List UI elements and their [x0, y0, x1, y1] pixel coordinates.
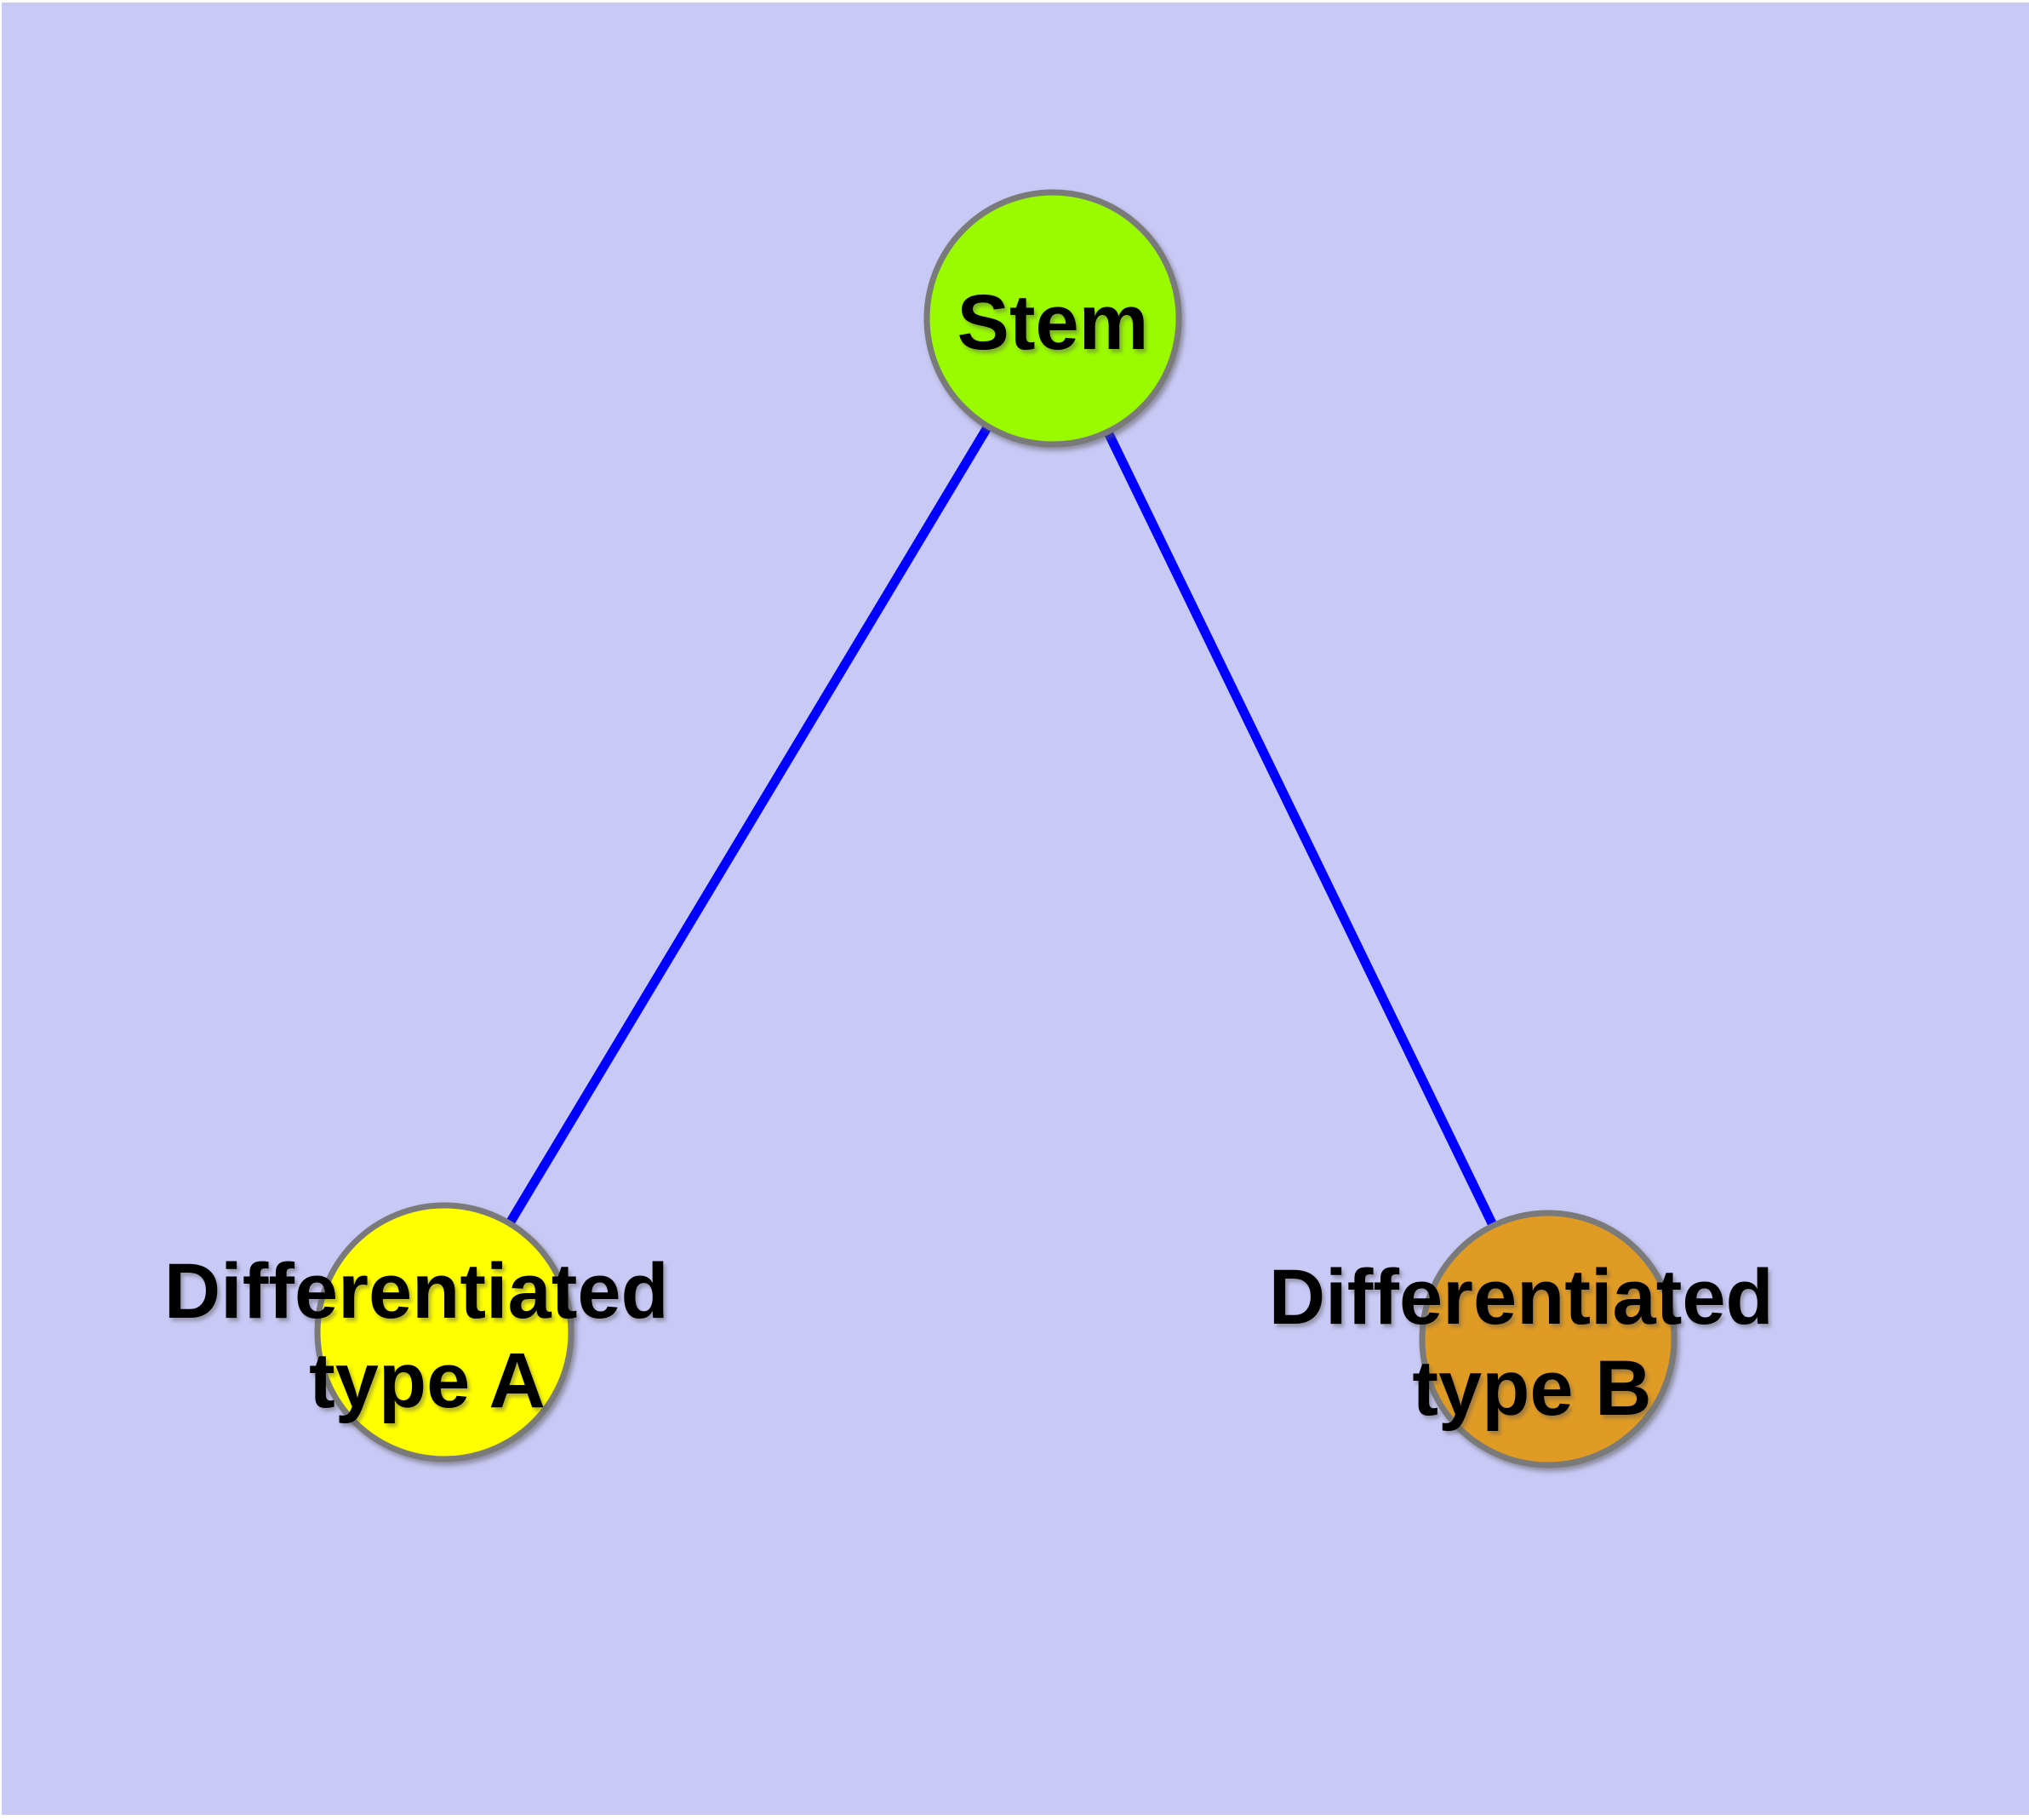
- edges: [440, 316, 1552, 1342]
- type-b-label-line2: type B: [1412, 1345, 1651, 1432]
- type-a-node-circle: [314, 1202, 574, 1462]
- edge-stem-to-type-b: [1049, 316, 1552, 1342]
- type-a-label-line2: type A: [309, 1337, 546, 1424]
- type-b-node-circle: [1419, 1210, 1677, 1468]
- type-a-node-label: Differentiated type A: [164, 1248, 691, 1424]
- type-b-label-line1: Differentiated: [1269, 1254, 1774, 1341]
- type-b-node-label: Differentiated type B: [1269, 1254, 1796, 1432]
- stem-node-label: Stem: [957, 279, 1149, 366]
- node-differentiated-type-a: Differentiated type A: [164, 1202, 691, 1462]
- type-a-label-line1: Differentiated: [164, 1248, 669, 1335]
- stem-node-circle: [923, 189, 1182, 448]
- node-differentiated-type-b: Differentiated type B: [1269, 1210, 1796, 1468]
- node-stem: Stem: [923, 189, 1182, 448]
- edge-stem-to-type-a: [440, 316, 1057, 1335]
